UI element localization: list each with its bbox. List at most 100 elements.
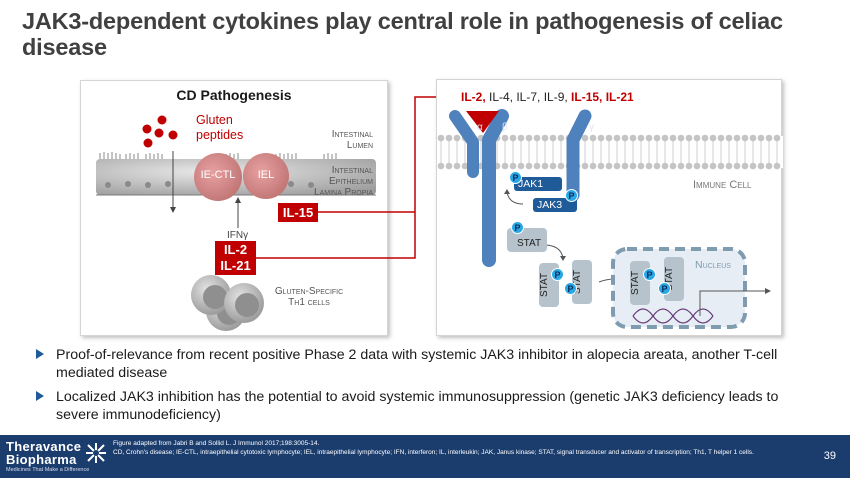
lipid-head bbox=[437, 134, 445, 142]
lipid-head bbox=[509, 134, 517, 142]
lipid-head bbox=[581, 134, 589, 142]
lipid-head bbox=[589, 134, 597, 142]
lumen-line2: Lumen bbox=[346, 140, 373, 151]
ifn-gamma-label: IFNγ bbox=[227, 230, 249, 241]
pathogenesis-arrows bbox=[170, 151, 241, 228]
cytokine-list: IL-2, IL-4, IL-7, IL-9, IL-15, IL-21 bbox=[461, 90, 634, 104]
cytokine-il15-il21: IL-15, IL-21 bbox=[571, 90, 634, 104]
logo-star-icon bbox=[86, 443, 107, 463]
lipid-head bbox=[605, 134, 613, 142]
lipid-head bbox=[549, 134, 557, 142]
il2-label: IL-2 bbox=[223, 242, 248, 257]
lipid-head bbox=[693, 162, 701, 170]
immune-cell-panel: IL-2, IL-4, IL-7, IL-9, IL-15, IL-21 α bbox=[436, 79, 783, 336]
gluten-label: Gluten peptides bbox=[196, 113, 243, 143]
gluten-label-line1: Gluten bbox=[196, 113, 233, 127]
lipid-head bbox=[749, 162, 757, 170]
lipid-head bbox=[757, 134, 765, 142]
lipid-head bbox=[669, 162, 677, 170]
lipid-head bbox=[757, 162, 765, 170]
logo-tagline: Medicines That Make a Difference bbox=[6, 467, 90, 473]
lipid-head bbox=[645, 134, 653, 142]
il2-il21-box: IL-2 IL-21 bbox=[215, 241, 256, 275]
lipid-head bbox=[765, 134, 773, 142]
logo-line1: Theravance bbox=[6, 439, 82, 454]
lipid-head bbox=[549, 162, 557, 170]
lipid-head bbox=[589, 162, 597, 170]
lipid-head bbox=[637, 162, 645, 170]
phospho-stat-icon: P bbox=[511, 221, 524, 234]
lipid-head bbox=[501, 134, 509, 142]
immune-cell-label: Immune Cell bbox=[693, 179, 752, 191]
lipid-head bbox=[557, 134, 565, 142]
lipid-head bbox=[461, 162, 469, 170]
lipid-head bbox=[717, 162, 725, 170]
lipid-head bbox=[437, 162, 445, 170]
lipid-head bbox=[741, 162, 749, 170]
footnote-abbreviations: CD, Crohn's disease; IE-CTL, intraepithe… bbox=[113, 449, 754, 456]
lipid-head bbox=[661, 134, 669, 142]
lipid-head bbox=[605, 162, 613, 170]
lipid-head bbox=[733, 134, 741, 142]
lipid-head bbox=[709, 162, 717, 170]
il15-box: IL-15 bbox=[278, 203, 318, 222]
bullet-text: Localized JAK3 inhibition has the potent… bbox=[56, 389, 779, 423]
ie-ctl-label: IE-CTL bbox=[200, 169, 236, 181]
phospho-dimer-icon-2: P bbox=[564, 282, 577, 295]
lipid-head bbox=[517, 134, 525, 142]
lipid-head bbox=[533, 134, 541, 142]
lipid-head bbox=[629, 162, 637, 170]
lipid-head bbox=[613, 162, 621, 170]
lipid-head bbox=[677, 134, 685, 142]
bullet-arrow-icon bbox=[36, 349, 44, 359]
lipid-head bbox=[557, 162, 565, 170]
il21-label: IL-21 bbox=[220, 258, 251, 273]
th1-cells-label: Gluten-Specific Th1 cells bbox=[269, 286, 349, 308]
gamma-label: γ bbox=[589, 122, 594, 133]
lipid-head bbox=[541, 134, 549, 142]
lipid-head bbox=[717, 134, 725, 142]
lipid-head bbox=[525, 134, 533, 142]
gluten-label-line2: peptides bbox=[196, 128, 244, 142]
phospho-nuclear-icon-1: P bbox=[643, 268, 656, 281]
th1-cells-illustration bbox=[191, 275, 264, 331]
footnote-citation: Figure adapted from Jabri B and Sollid L… bbox=[113, 440, 320, 447]
th1-line2: Th1 cells bbox=[288, 297, 330, 308]
lipid-head bbox=[653, 134, 661, 142]
lipid-head bbox=[669, 134, 677, 142]
th1-line1: Gluten-Specific bbox=[274, 286, 344, 297]
lipid-head bbox=[645, 162, 653, 170]
lipid-head bbox=[653, 162, 661, 170]
phospho-dimer-icon-1: P bbox=[551, 268, 564, 281]
phospho-jak3-icon: P bbox=[565, 189, 578, 202]
bullet-arrow-icon bbox=[36, 391, 44, 401]
lipid-head bbox=[765, 162, 773, 170]
lipid-head bbox=[693, 134, 701, 142]
lipid-head bbox=[453, 134, 461, 142]
bullet-item: Proof-of-relevance from recent positive … bbox=[36, 346, 816, 382]
lipid-head bbox=[725, 162, 733, 170]
lipid-head bbox=[445, 134, 453, 142]
alpha-label: α bbox=[477, 122, 483, 133]
lipid-head bbox=[621, 134, 629, 142]
lipid-head bbox=[749, 134, 757, 142]
bullet-text: Proof-of-relevance from recent positive … bbox=[56, 347, 778, 381]
lipid-head bbox=[445, 162, 453, 170]
intestinal-epithelium-label: Intestinal Epithelium Lamina Propia bbox=[314, 165, 373, 198]
iel-cell: IEL bbox=[243, 153, 289, 199]
phospho-nuclear-icon-2: P bbox=[658, 282, 671, 295]
gluten-peptides-icon bbox=[142, 115, 178, 148]
lumen-line1: Intestinal bbox=[331, 129, 373, 140]
lamina-propia-label: Lamina Propia bbox=[314, 187, 373, 198]
cytokine-others: IL-4, IL-7, IL-9, bbox=[485, 90, 572, 104]
lipid-head bbox=[525, 162, 533, 170]
bullet-item: Localized JAK3 inhibition has the potent… bbox=[36, 388, 816, 424]
lipid-head bbox=[725, 134, 733, 142]
company-logo: Theravance Biopharma Medicines That Make… bbox=[6, 440, 107, 475]
footnote: Figure adapted from Jabri B and Sollid L… bbox=[113, 439, 803, 457]
jak1-kinase: JAK1 bbox=[514, 177, 562, 191]
lipid-head bbox=[501, 162, 509, 170]
lipid-head bbox=[661, 162, 669, 170]
intestinal-lumen-label: Intestinal Lumen bbox=[332, 129, 373, 151]
lipid-head bbox=[581, 162, 589, 170]
